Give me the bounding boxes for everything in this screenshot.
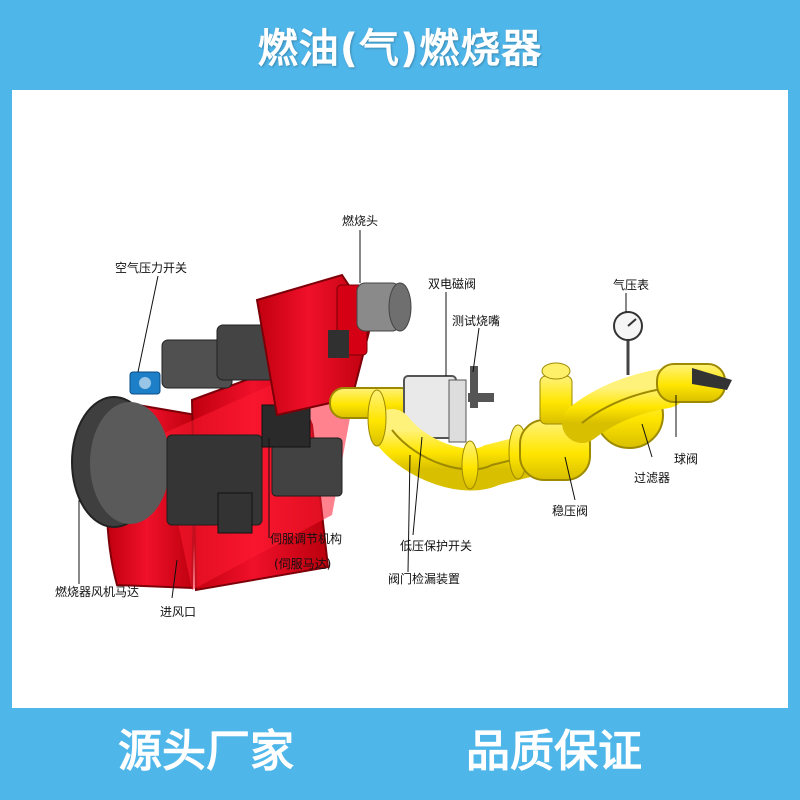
- label-pressure-regulator: 稳压阀: [552, 503, 588, 518]
- burner-body: [71, 324, 357, 592]
- footer-right-slogan: 品质保证: [466, 726, 642, 777]
- label-test-nozzle: 测试烧嘴: [452, 313, 500, 328]
- gas-train: [329, 311, 732, 491]
- label-dual-solenoid-valve: 双电磁阀: [428, 276, 476, 291]
- label-air-inlet: 进风口: [160, 605, 196, 619]
- footer-left-slogan: 源头厂家: [118, 726, 294, 777]
- label-ball-valve: 球阀: [674, 452, 698, 466]
- callout-lines: [78, 230, 677, 599]
- diagram-panel: 燃烧头 空气压力开关 双电磁阀 测试烧嘴 气压表 球阀 过滤器 稳压阀 低压保护…: [12, 90, 788, 708]
- burner-diagram: 燃烧头 空气压力开关 双电磁阀 测试烧嘴 气压表 球阀 过滤器 稳压阀 低压保护…: [55, 213, 732, 619]
- label-fan-motor: 燃烧器风机马达: [55, 584, 139, 599]
- label-low-pressure-switch: 低压保护开关: [400, 539, 472, 553]
- label-valve-leak-check: 阀门检漏装置: [388, 571, 460, 586]
- label-servo-motor: (伺服马达): [274, 557, 331, 571]
- label-air-pressure-switch: 空气压力开关: [115, 260, 187, 275]
- label-burner-head: 燃烧头: [342, 213, 378, 228]
- label-servo-mechanism: 伺服调节机构: [270, 531, 342, 546]
- label-filter: 过滤器: [634, 471, 670, 485]
- burner-head: [255, 273, 412, 417]
- page-title: 燃油(气)燃烧器: [257, 26, 543, 72]
- label-pressure-gauge: 气压表: [613, 277, 649, 292]
